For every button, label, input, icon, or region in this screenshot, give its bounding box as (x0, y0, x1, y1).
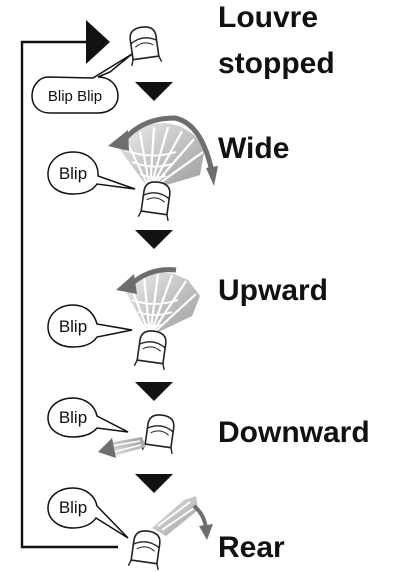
speech-bubble-icon (47, 487, 129, 539)
heater-unit-icon (125, 24, 163, 67)
swing-arrow-icon (192, 504, 213, 540)
step-wide: Blip Wide (47, 115, 289, 222)
heater-unit-icon (133, 328, 171, 371)
step-downward: Blip Downward (47, 397, 370, 458)
speech-bubble-icon (47, 304, 133, 348)
mode-label: Upward (218, 274, 328, 307)
mode-label: stopped (218, 47, 335, 80)
step-upward: Blip Upward (47, 267, 328, 371)
flow-arrow-icon (98, 437, 146, 458)
mode-label: Rear (218, 531, 285, 564)
heater-unit-icon (127, 528, 165, 571)
down-arrow-1 (135, 82, 173, 101)
beep-text: Blip (59, 408, 87, 427)
down-arrow-4 (135, 474, 173, 493)
heater-unit-icon (137, 179, 175, 222)
down-arrow-3 (135, 382, 173, 401)
mode-label: Downward (218, 416, 370, 449)
beep-text: Blip Blip (48, 88, 102, 105)
heater-unit-icon (141, 412, 179, 455)
mode-label: Louvre (218, 1, 318, 34)
speech-bubble-icon (47, 397, 129, 438)
loop-arrow-icon (20, 20, 118, 549)
beep-text: Blip (59, 317, 87, 336)
louvre-fan-icon (120, 123, 205, 191)
mode-label: Wide (218, 132, 289, 165)
speech-bubble-icon (31, 53, 133, 114)
swing-arrow-icon (108, 115, 218, 186)
louvre-fan-icon (126, 272, 200, 337)
louvre-fan-icon (152, 496, 198, 536)
beep-text: Blip (59, 164, 87, 183)
swing-arrow-icon (116, 267, 177, 294)
step-rear: Blip Rear (47, 487, 285, 571)
step-louvre-stopped: Blip Blip Louvre stopped (31, 1, 335, 114)
down-arrow-2 (135, 230, 173, 249)
beep-text: Blip (59, 498, 87, 517)
speech-bubble-icon (47, 151, 136, 195)
